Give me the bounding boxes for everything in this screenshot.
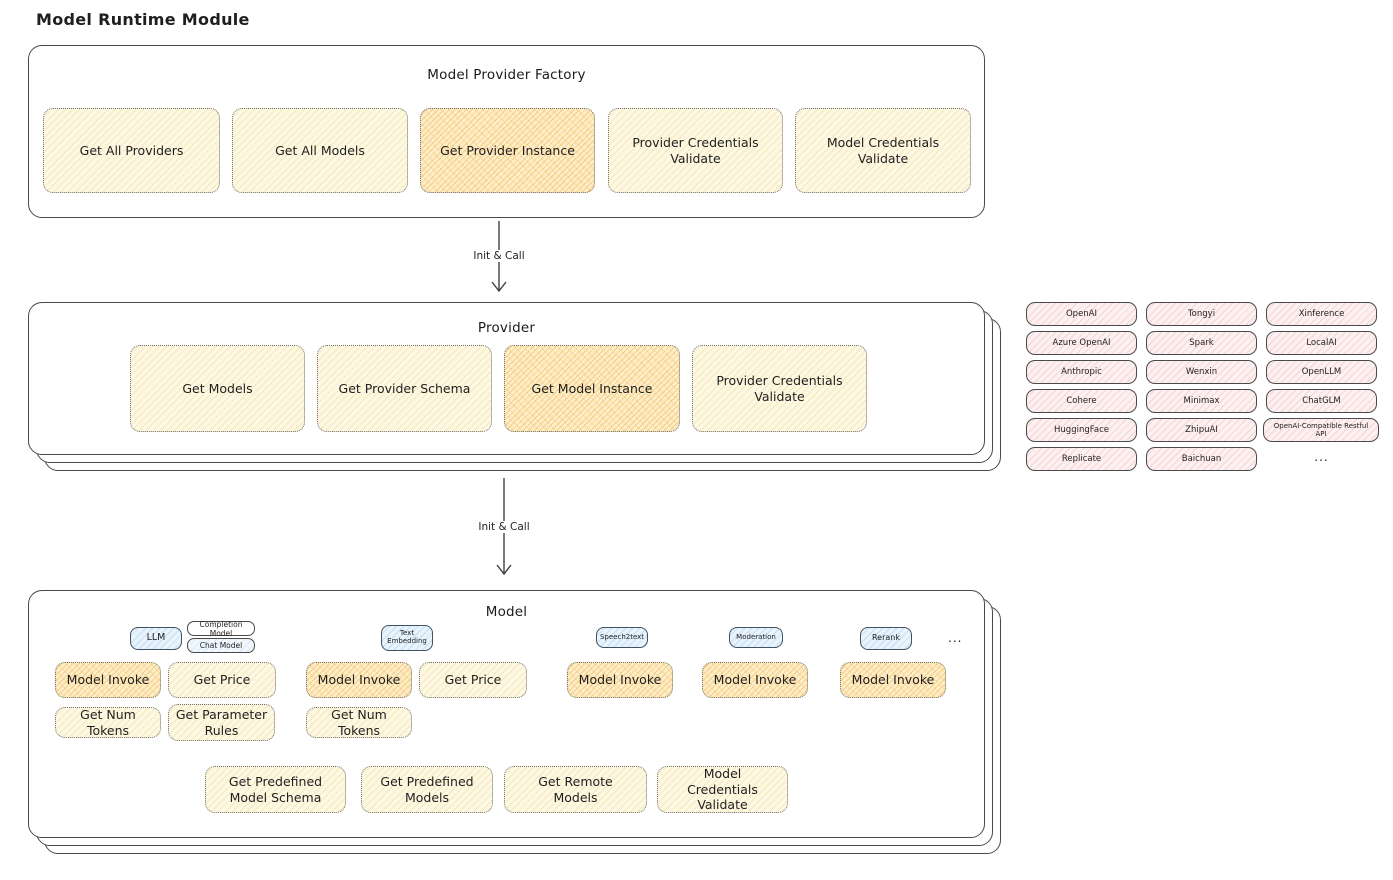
chip-zhipuai: ZhipuAI [1146,418,1257,442]
page-title: Model Runtime Module [36,10,250,29]
node-model-invoke-text-embedding: Model Invoke [306,662,412,698]
node-get-provider-instance: Get Provider Instance [420,108,595,193]
node-model-invoke-speech2text: Model Invoke [567,662,673,698]
chip-azure-openai: Azure OpenAI [1026,331,1137,355]
chip-tongyi: Tongyi [1146,302,1257,326]
chip-more-ellipsis: ... [1314,450,1329,464]
chip-chatglm: ChatGLM [1266,389,1377,413]
node-get-num-tokens-text-embedding: Get Num Tokens [306,707,412,738]
provider-panel-title: Provider [477,320,536,336]
node-provider-credentials-validate-2: Provider Credentials Validate [692,345,867,432]
chip-openai-compatible-restful-api: OpenAI-Compatible Restful API [1263,418,1379,442]
node-get-models: Get Models [130,345,305,432]
node-get-predefined-models: Get Predefined Models [361,766,493,813]
node-get-provider-schema: Get Provider Schema [317,345,492,432]
node-model-credentials-validate: Model Credentials Validate [795,108,971,193]
chip-replicate: Replicate [1026,447,1137,471]
node-get-num-tokens-llm: Get Num Tokens [55,707,161,738]
tab-completion-model: Completion Model [187,620,255,638]
chip-huggingface: HuggingFace [1026,418,1137,442]
node-get-model-instance: Get Model Instance [504,345,680,432]
chip-minimax: Minimax [1146,389,1257,413]
node-get-parameter-rules: Get Parameter Rules [168,704,275,741]
tab-text-embedding: Text Embedding [381,625,433,651]
chip-spark: Spark [1146,331,1257,355]
node-get-predefined-model-schema: Get Predefined Model Schema [205,766,346,813]
tab-moderation: Moderation [729,627,783,648]
node-model-invoke-llm: Model Invoke [55,662,161,698]
node-provider-credentials-validate: Provider Credentials Validate [608,108,783,193]
chip-cohere: Cohere [1026,389,1137,413]
tab-speech2text: Speech2text [596,627,648,648]
chip-baichuan: Baichuan [1146,447,1257,471]
tab-rerank: Rerank [860,627,912,650]
chip-anthropic: Anthropic [1026,360,1137,384]
tab-more-ellipsis: ... [948,631,963,645]
chip-openai: OpenAI [1026,302,1137,326]
factory-panel-title: Model Provider Factory [427,67,586,83]
arrow-label-init-call-1: Init & Call [468,250,530,262]
node-get-remote-models: Get Remote Models [504,766,647,813]
chip-xinference: Xinference [1266,302,1377,326]
arrow-label-init-call-2: Init & Call [473,521,535,533]
node-model-invoke-rerank: Model Invoke [840,662,946,698]
model-panel-title: Model [485,604,528,620]
node-model-invoke-moderation: Model Invoke [702,662,808,698]
node-get-all-providers: Get All Providers [43,108,220,193]
chip-wenxin: Wenxin [1146,360,1257,384]
node-get-price-llm: Get Price [168,662,276,698]
node-get-price-text-embedding: Get Price [419,662,527,698]
chip-localai: LocalAI [1266,331,1377,355]
tab-chat-model: Chat Model [187,638,255,653]
tab-llm: LLM [130,627,182,650]
node-get-all-models: Get All Models [232,108,408,193]
node-model-credentials-validate-2: Model Credentials Validate [657,766,788,813]
chip-openllm: OpenLLM [1266,360,1377,384]
